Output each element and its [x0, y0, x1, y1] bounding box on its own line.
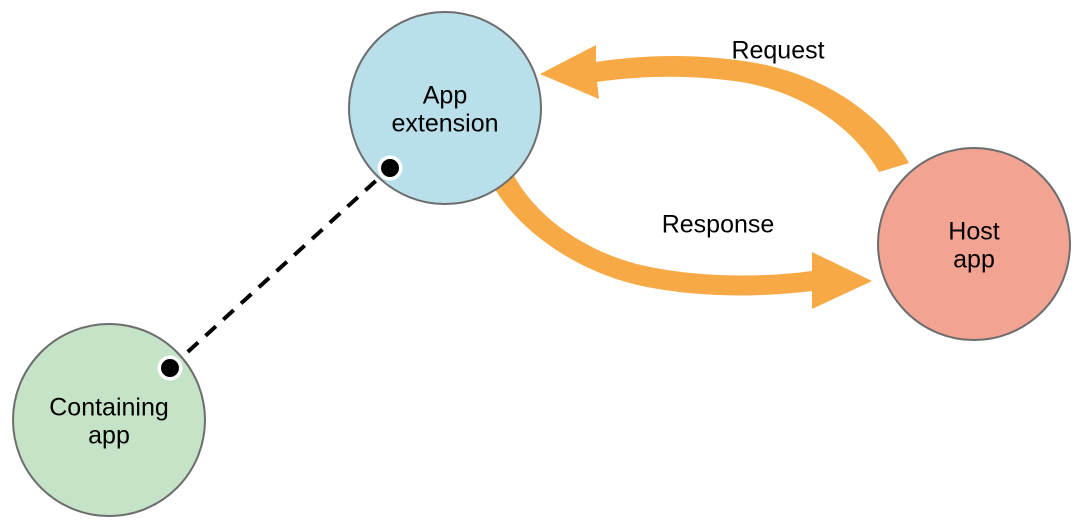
connector-dot-containing-app: [157, 355, 183, 381]
node-app-extension-label-line1: App: [423, 82, 467, 110]
edge-response: [492, 172, 872, 309]
node-containing-app-label-line1: Containing: [49, 394, 169, 422]
connector-dot-app-extension: [377, 155, 403, 181]
node-containing-app[interactable]: Containing app: [12, 323, 206, 517]
edge-label-response: Response: [662, 211, 775, 239]
node-app-extension-circle: [348, 11, 542, 205]
connector-dot-containing-app-core: [161, 359, 179, 377]
node-containing-app-circle: [12, 323, 206, 517]
node-app-extension-label-line2: extension: [391, 110, 498, 138]
connector-dot-app-extension-core: [381, 159, 399, 177]
node-host-app-label-line2: app: [953, 246, 995, 274]
node-host-app-circle: [877, 147, 1071, 341]
response-arrow-shape: [492, 172, 872, 309]
request-arrow-shape: [540, 45, 909, 172]
containment-dashed-line: [168, 166, 392, 370]
node-host-app-label-line1: Host: [948, 218, 999, 246]
node-host-app[interactable]: Host app: [877, 147, 1071, 341]
edge-request: [540, 45, 909, 172]
edge-label-request: Request: [731, 37, 824, 65]
node-containing-app-label-line2: app: [88, 422, 130, 450]
node-app-extension[interactable]: App extension: [348, 11, 542, 205]
